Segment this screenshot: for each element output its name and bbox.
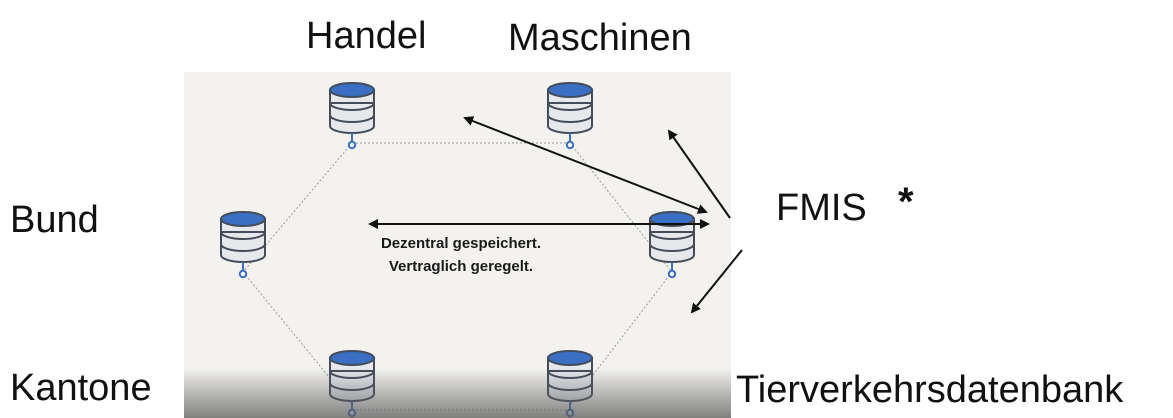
center-caption: Dezentral gespeichert. Vertraglich gereg… (336, 232, 586, 278)
db-node-maschinen (547, 82, 593, 150)
db-node-handel (329, 82, 375, 150)
label-star: * (898, 180, 914, 224)
caption-line-1: Dezentral gespeichert. (380, 235, 542, 252)
label-fmis: FMIS (776, 187, 867, 229)
label-maschinen: Maschinen (508, 17, 692, 59)
db-node-fmis (649, 211, 695, 279)
label-kantone: Kantone (10, 367, 152, 409)
panel-bottom-shadow (184, 368, 731, 418)
arrow-fmis-down (690, 249, 743, 314)
label-tierverkehrsdatenbank: Tierverkehrsdatenbank (736, 369, 1124, 411)
arrow-fmis-up (667, 129, 731, 219)
fmis-arrows (368, 116, 743, 314)
db-node-bund (220, 211, 266, 279)
label-handel: Handel (306, 15, 427, 57)
edge-bund-kantone (242, 271, 353, 406)
label-bund: Bund (10, 199, 99, 241)
caption-line-2: Vertraglich geregelt. (388, 258, 534, 275)
arrow-fmis-handel (463, 116, 708, 214)
